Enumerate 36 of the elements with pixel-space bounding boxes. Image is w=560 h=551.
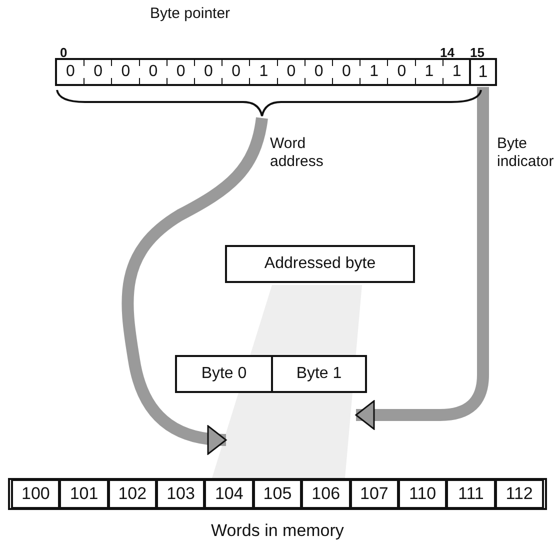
edge-label: Byte indicator (497, 135, 555, 171)
arrow (122, 117, 268, 454)
bit-number: 14 (440, 44, 454, 62)
bit-value: 0 (121, 63, 130, 81)
bit-value: 1 (452, 63, 462, 81)
byte-box: Addressed byte (225, 245, 415, 283)
bit-value: 0 (232, 63, 240, 81)
bit-value: 0 (314, 63, 324, 81)
memory-word: 112 (494, 479, 544, 509)
bit-value: 1 (424, 63, 434, 81)
bit-value: 0 (286, 63, 296, 81)
memory-word: 111 (446, 479, 496, 509)
memory-word: 103 (156, 479, 206, 509)
edge-label: Word address (270, 135, 324, 171)
heading: Words in memory (210, 522, 345, 540)
memory-word: 107 (350, 479, 399, 509)
bit-number: 0 (60, 44, 68, 62)
memory-word: 104 (204, 479, 254, 509)
bit-value: 0 (176, 63, 186, 81)
memory-word: 110 (398, 479, 448, 509)
heading: Byte pointer (150, 5, 230, 23)
bit-value: 0 (148, 63, 158, 81)
arrow (355, 87, 489, 430)
bit-value: 1 (259, 63, 268, 81)
byte-cell: Byte 0 (175, 355, 273, 393)
memory-word: 102 (108, 479, 158, 509)
memory-word: 105 (252, 479, 302, 509)
bit-value: 0 (397, 63, 406, 81)
bit-value: 0 (66, 63, 75, 81)
bit-value: 0 (204, 63, 213, 81)
memory-word: 100 (11, 479, 60, 509)
memory-word: 101 (59, 479, 109, 509)
bit-value: 0 (94, 63, 102, 81)
bit-value: 1 (370, 63, 378, 81)
bit-value: 0 (342, 63, 351, 81)
memory-word: 106 (301, 479, 351, 509)
